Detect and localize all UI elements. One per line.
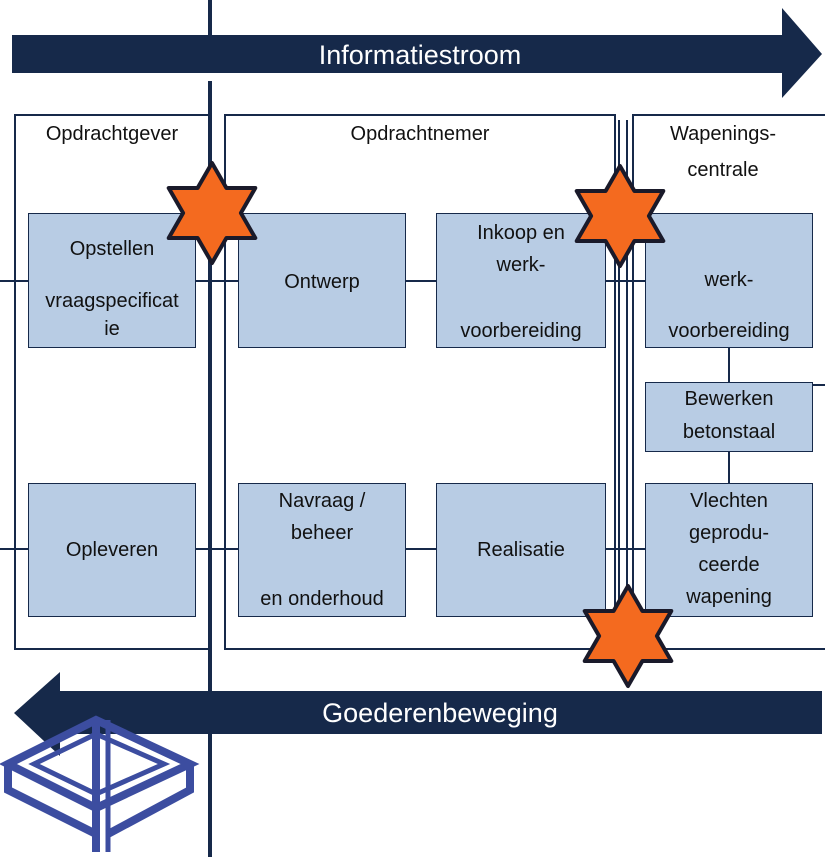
- box-text: beheer: [290, 522, 354, 544]
- star-icon: [166, 161, 258, 265]
- separator-line: [626, 120, 628, 650]
- connector-ontwerp-inkoop: [406, 280, 436, 282]
- goederenbeweging-label: Goederenbeweging: [322, 698, 558, 728]
- box-text: Bewerken: [684, 388, 774, 410]
- box-ontwerp: Ontwerp: [238, 213, 406, 348]
- lane-title-wapeningscentrale-1: Wapenings-: [670, 123, 776, 145]
- box-text: Ontwerp: [284, 271, 360, 293]
- connector-bewerken-right: [813, 384, 825, 386]
- connector-inkoop-werk: [606, 280, 646, 282]
- box-text: vraagspecificat: [45, 290, 179, 312]
- connector-left-top: [0, 280, 28, 282]
- connector-navraag-realisatie: [406, 548, 436, 550]
- lane-title-wapeningscentrale-2: centrale: [687, 159, 759, 181]
- informatiestroom-arrow: [12, 8, 822, 98]
- goederenbeweging-arrow: [14, 672, 822, 756]
- box-navraag: Navraag / beheer en onderhoud: [238, 483, 406, 617]
- box-text: Navraag /: [278, 490, 366, 512]
- box-inkoop: Inkoop en werk- voorbereiding: [436, 213, 606, 348]
- box-text: voorbereiding: [668, 320, 790, 342]
- box-text: betonstaal: [682, 421, 776, 443]
- lane-title-opdrachtgever: Opdrachtgever: [45, 123, 179, 145]
- box-bewerken: Bewerken betonstaal: [645, 382, 813, 452]
- connector-opstellen-ontwerp: [195, 280, 239, 282]
- box-text: ceerde: [698, 554, 760, 576]
- box-vlechten: Vlechten geprodu- ceerde wapening: [645, 483, 813, 617]
- star-icon: [582, 584, 674, 688]
- box-text: Inkoop en: [477, 222, 565, 244]
- box-werkvoorbereiding: werk- voorbereiding: [645, 213, 813, 348]
- box-text: werk-: [496, 254, 546, 276]
- box-text: voorbereiding: [460, 320, 582, 342]
- box-text: Opstellen: [69, 238, 155, 260]
- divider-segment: [208, 73, 212, 81]
- box-text: en onderhoud: [260, 588, 384, 610]
- connector-left-bottom: [0, 548, 28, 550]
- box-text: Realisatie: [477, 539, 565, 561]
- connector-werk-bewerken: [728, 348, 730, 382]
- box-text: geprodu-: [688, 522, 770, 544]
- star-icon: [574, 164, 666, 268]
- informatiestroom-label: Informatiestroom: [318, 40, 522, 70]
- lane-title-opdrachtnemer: Opdrachtnemer: [350, 123, 490, 145]
- divider-line: [208, 0, 212, 857]
- box-text: ie: [104, 318, 120, 340]
- company-logo-icon: [0, 715, 200, 852]
- box-text: Vlechten: [690, 490, 768, 512]
- box-text: werk-: [704, 269, 754, 291]
- separator-line: [618, 120, 620, 650]
- box-opleveren: Opleveren: [28, 483, 196, 617]
- box-realisatie: Realisatie: [436, 483, 606, 617]
- connector-opleveren-navraag: [195, 548, 239, 550]
- box-text: wapening: [686, 586, 772, 608]
- connector-realisatie-vlechten: [606, 548, 646, 550]
- connector-bewerken-vlechten: [728, 452, 730, 486]
- box-text: Opleveren: [65, 539, 159, 561]
